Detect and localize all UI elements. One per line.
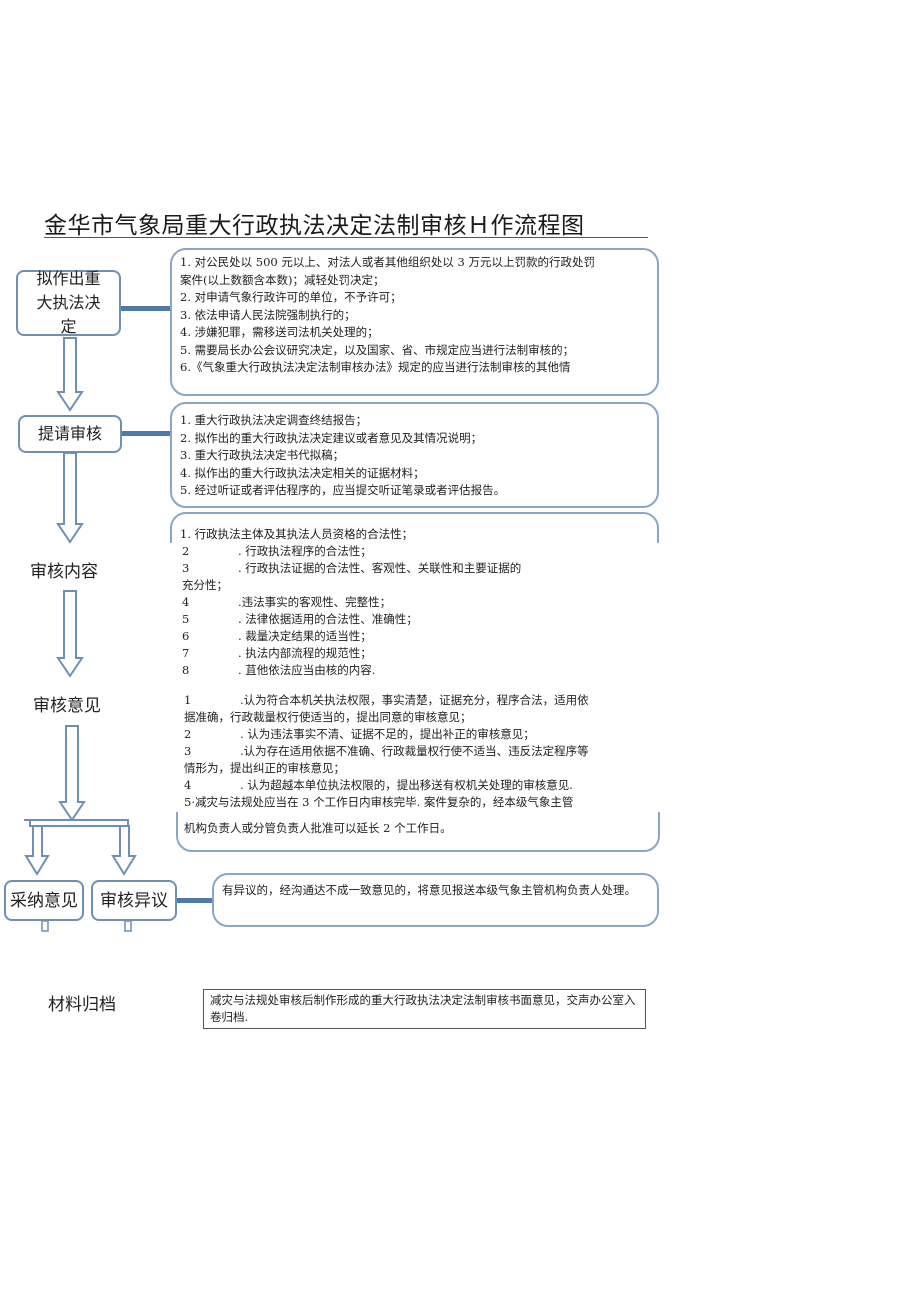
arrow-draft-to-submit [56, 337, 84, 412]
opinion-item: 3.认为存在适用依据不准确、行政裁量权行使不适当、违反法定程序等 [184, 744, 589, 758]
opinion-item: 据准确，行政裁量权行使适当的，提出同意的审核意见； [184, 710, 472, 724]
step-content-label: 审核内容 [30, 562, 98, 582]
arrow-content-to-opinion [56, 590, 84, 678]
draft-item: 案件(以上数额含本数)；减轻处罚决定； [180, 272, 385, 287]
step-submit-box: 提请审核 [18, 415, 122, 453]
objection-text: 有异议的，经沟通达不成一致意见的，将意见报送本级气象主管机构负责人处理。 [222, 883, 636, 897]
arrow-to-adopt [24, 825, 50, 876]
arrow-submit-to-content [56, 452, 84, 544]
opinion-item: 2. 认为违法事实不清、证据不足的，提出补正的审核意见； [184, 727, 535, 741]
content-item: 5. 法律依据适用的合法性、准确性； [182, 612, 418, 626]
connector-objection [176, 898, 214, 903]
step-archive-label: 材料归档 [48, 995, 116, 1015]
content-item: 4.违法事实的客观性、完整性； [182, 595, 392, 609]
step-opinion-label: 审核意见 [33, 696, 101, 716]
opinion-item: 情形为，提出纠正的审核意见； [184, 761, 345, 775]
step-objection-box: 审核异议 [91, 880, 177, 921]
arrow-opinion-to-split [58, 725, 86, 822]
opinion-note-panel: 机构负责人或分管负责人批准可以延长 2 个工作日。 [176, 812, 660, 852]
step-submit-label: 提请审核 [37, 424, 102, 443]
submit-item: 5. 经过听证或者评估程序的，应当提交听证笔录或者评估报告。 [180, 483, 506, 497]
content-item: 充分性； [182, 578, 228, 592]
step-adopt-label: 采纳意见 [10, 890, 78, 911]
opinion-item: 1.认为符合本机关执法权限，事实清楚，证据充分，程序合法，适用依 [184, 693, 589, 707]
submit-item: 2. 拟作出的重大行政执法决定建议或者意见及其情况说明； [180, 430, 483, 445]
archive-box: 减灾与法规处审核后制作形成的重大行政执法决定法制审核书面意见，交声办公室入卷归档… [203, 989, 646, 1029]
arrow-to-objection [111, 825, 137, 876]
draft-item: 4. 涉嫌犯罪，需移送司法机关处理的； [180, 325, 379, 339]
draft-item: 6.《气象重大行政执法决定法制审核办法》规定的应当进行法制审核的其他情 [180, 360, 571, 374]
connector-submit [121, 431, 173, 436]
step-adopt-box: 采纳意见 [4, 880, 84, 921]
content-item: 3. 行政执法证据的合法性、客观性、关联性和主要证据的 [182, 561, 522, 575]
review-opinion-list: 1.认为符合本机关执法权限，事实清楚，证据充分，程序合法，适用依 据准确，行政裁… [184, 692, 589, 811]
draft-item: 3. 依法申请人民法院强制执行的； [180, 307, 356, 322]
connector-draft [120, 306, 172, 311]
draft-item: 1. 对公民处以 500 元以上、对法人或者其他组织处以 3 万元以上罚款的行政… [180, 255, 596, 269]
submit-item: 4. 拟作出的重大行政执法决定相关的证据材料； [180, 465, 425, 480]
draft-item: 5. 需要局长办公会议研究决定，以及国家、省、市规定应当进行法制审核的； [180, 342, 575, 357]
opinion-note: 5·减灾与法规处应当在 3 个工作日内审核完毕. 案件复杂的，经本级气象主管 [184, 795, 574, 809]
content-item: 6. 裁量决定结果的适当性； [182, 629, 372, 643]
review-content-panel-top: 1. 行政执法主体及其执法人员资格的合法性； [170, 512, 659, 543]
archive-text: 减灾与法规处审核后制作形成的重大行政执法决定法制审核书面意见，交声办公室入卷归档… [210, 993, 636, 1024]
stub-adopt [41, 920, 49, 932]
draft-item: 2. 对申请气象行政许可的单位，不予许可； [180, 290, 402, 304]
content-item: 7. 执法内部流程的规范性； [182, 646, 372, 660]
opinion-note-2: 机构负责人或分管负责人批准可以延长 2 个工作日。 [184, 821, 452, 835]
step-objection-label: 审核异议 [100, 890, 168, 911]
content-item: 8. 苴他依法应当由核的内容. [182, 663, 376, 677]
title-underline [44, 237, 648, 238]
step-draft-box: 拟作出重大执法决定 [16, 269, 121, 336]
submit-item: 3. 重大行政执法决定书代拟稿； [180, 448, 345, 462]
page-title: 金华市气象局重大行政执法决定法制审核Ｈ作流程图 [44, 213, 585, 239]
submit-item: 1. 重大行政执法决定调查终结报告； [180, 413, 368, 427]
submit-materials-panel: 1. 重大行政执法决定调查终结报告； 2. 拟作出的重大行政执法决定建议或者意见… [170, 402, 659, 508]
objection-panel: 有异议的，经沟通达不成一致意见的，将意见报送本级气象主管机构负责人处理。 [212, 873, 659, 927]
stub-objection [124, 920, 132, 932]
review-content-list: 2. 行政执法程序的合法性； 3. 行政执法证据的合法性、客观性、关联性和主要证… [182, 543, 521, 679]
step-draft-label: 拟作出重大执法决定 [36, 269, 101, 336]
content-item: 2. 行政执法程序的合法性； [182, 544, 372, 558]
content-item-1: 1. 行政执法主体及其执法人员资格的合法性； [180, 527, 414, 541]
opinion-item: 4. 认为超越本单位执法权限的，提出移送有权机关处理的审核意见. [184, 778, 573, 792]
draft-criteria-panel: 1. 对公民处以 500 元以上、对法人或者其他组织处以 3 万元以上罚款的行政… [170, 248, 659, 396]
